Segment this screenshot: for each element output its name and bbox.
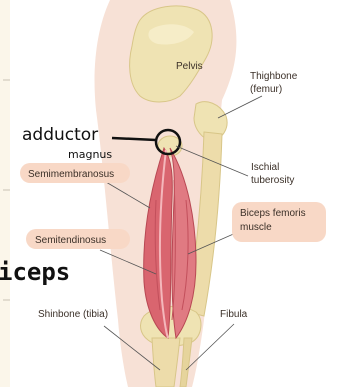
label-tuberosity: tuberosity [251,175,294,186]
handwritten-adductor: adductor [22,125,98,145]
handwritten-biceps: iceps [0,258,70,286]
label-thighbone: Thighbone [250,71,298,82]
label-femur: (femur) [250,84,282,95]
label-semimembranosus: Semimembranosus [28,169,114,180]
label-semitendinosus: Semitendinosus [35,235,106,246]
label-fibula: Fibula [220,309,248,320]
label-biceps-femoris: Biceps femoris [240,208,306,219]
handwritten-magnus: magnus [68,148,112,161]
label-ischial: Ischial [251,162,279,173]
label-pelvis: Pelvis [176,61,203,72]
label-biceps-muscle: muscle [240,222,272,233]
label-shinbone: Shinbone (tibia) [38,309,108,320]
